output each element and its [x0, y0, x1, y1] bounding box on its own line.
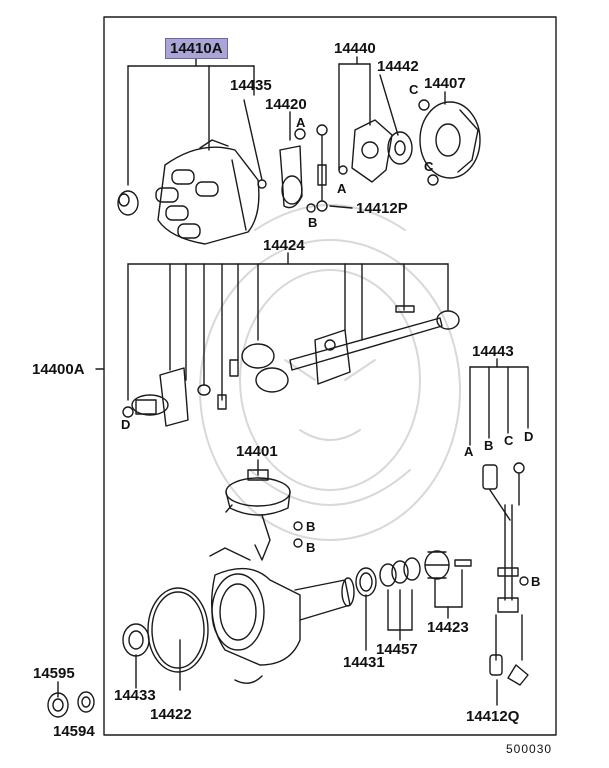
callout-a-pickup-screw: A: [337, 181, 347, 196]
callout-c-upper: C: [409, 82, 419, 97]
part-label-14433: 14433: [114, 687, 156, 704]
vacuum-advance-unit: [225, 469, 291, 561]
part-label-14423: 14423: [427, 619, 469, 636]
callout-a-wire: A: [464, 444, 474, 459]
screw-b-lower: [293, 538, 303, 548]
leader-14424: [127, 252, 449, 401]
part-label-14457: 14457: [376, 641, 418, 658]
callout-a-rotor-screw: A: [296, 115, 306, 130]
cap-grommet-inner: [118, 193, 130, 207]
rotor: [279, 145, 303, 209]
callout-c-wire: C: [504, 433, 514, 448]
o-ring-14431: [355, 567, 377, 597]
distributor-cap: [155, 139, 267, 245]
housing-gasket: [147, 587, 209, 673]
assembly-label-14400a: 14400A: [32, 361, 85, 378]
screw-c-upper: [418, 99, 430, 111]
leader-14443: [469, 358, 529, 446]
screw-b-upper: [293, 521, 303, 531]
callout-b-vacuum-upper: B: [306, 519, 316, 534]
callout-c-lower: C: [424, 159, 434, 174]
leader-14442: [379, 74, 399, 136]
part-label-14412p: 14412P: [356, 200, 408, 217]
figure-code: 500030: [506, 742, 553, 756]
leader-14457: [387, 589, 413, 641]
callout-b-lead-screw: B: [308, 215, 318, 230]
lead-wire-14412p: [306, 124, 353, 213]
pickup-assembly: [338, 119, 393, 183]
leader-14410a: [127, 58, 255, 186]
governor-parts: [122, 305, 460, 427]
part-label-14407: 14407: [424, 75, 466, 92]
part-label-14422: 14422: [150, 706, 192, 723]
cap-grommet: [117, 190, 139, 216]
leader-14423: [434, 569, 463, 619]
washer-14594: [77, 691, 95, 713]
leader-14440: [338, 56, 371, 171]
part-label-14443: 14443: [472, 343, 514, 360]
part-label-14595: 14595: [33, 665, 75, 682]
callout-b-wire-screw: B: [531, 574, 541, 589]
screw-a-top: [294, 128, 306, 140]
part-label-14442: 14442: [377, 58, 419, 75]
oil-seal: [122, 623, 150, 657]
drive-gear: [424, 550, 472, 580]
breaker-plate: [419, 101, 481, 179]
governor-shaft: [289, 317, 443, 385]
part-label-14435: 14435: [230, 77, 272, 94]
diagram-frame: [103, 16, 557, 736]
part-label-14424: 14424: [263, 237, 305, 254]
callout-d-governor: D: [121, 417, 131, 432]
watermark-emblem: [199, 204, 461, 541]
reluctor: [387, 131, 413, 165]
nut-14595: [47, 692, 69, 718]
part-label-14440: 14440: [334, 40, 376, 57]
lead-wire-14412q: [482, 462, 529, 706]
distributor-housing: [209, 547, 355, 684]
callout-d-wire: D: [524, 429, 534, 444]
part-label-14401: 14401: [236, 443, 278, 460]
callout-b-vacuum-lower: B: [306, 540, 316, 555]
part-label-14594: 14594: [53, 723, 95, 740]
part-label-14420: 14420: [265, 96, 307, 113]
part-label-14431: 14431: [343, 654, 385, 671]
washers-14457: [379, 557, 421, 587]
screw-b-wire: [519, 576, 529, 586]
part-label-14412q: 14412Q: [466, 708, 520, 725]
screw-c-lower: [427, 174, 439, 186]
leader-14435: [243, 99, 263, 181]
callout-b-wire: B: [484, 438, 494, 453]
highlighted-part-label[interactable]: 14410A: [165, 38, 228, 59]
